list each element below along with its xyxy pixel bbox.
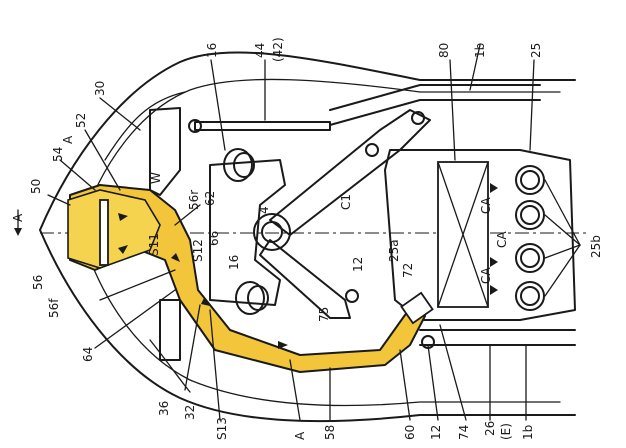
cowl-strip-top (104, 91, 186, 161)
bore-3 (515, 243, 545, 273)
label-s11: S11 (147, 233, 161, 256)
bolt-upper (365, 143, 379, 157)
label-36: 36 (157, 401, 171, 416)
label-56r: 56r (187, 190, 201, 210)
label-75: 75 (317, 307, 331, 322)
intake-x2 (437, 161, 489, 308)
mount-plate (209, 159, 286, 306)
label-ca-1: CA (479, 197, 493, 214)
label-54: 54 (51, 147, 65, 162)
silencer-baffle (99, 199, 109, 266)
hub-4-inner (261, 221, 283, 243)
arrow-ca-1 (490, 183, 498, 193)
mount-cyl-top (223, 148, 253, 182)
label-a-top: A (61, 135, 75, 144)
label-1b-top: 1b (473, 43, 487, 58)
cowl-strip-bottom (149, 339, 191, 393)
label-s13: S13 (215, 417, 229, 440)
arrow-flow-2 (201, 298, 210, 306)
label-w: W (149, 172, 163, 184)
arrow-ca-3 (490, 285, 498, 295)
frame-rail-top2 (329, 99, 541, 126)
bore-1-in (520, 170, 540, 190)
label-44: 44 (253, 43, 267, 58)
label-30: 30 (93, 81, 107, 96)
label-56f: 56f (47, 298, 61, 318)
label-52: 52 (74, 113, 88, 128)
label-60: 60 (403, 425, 417, 440)
label-80: 80 (437, 43, 451, 58)
label-a-bot: A (293, 431, 307, 440)
label-72: 72 (401, 263, 415, 278)
mount-cyl-bot (235, 281, 265, 315)
silencer-56 (67, 189, 161, 269)
bolt-12a (345, 289, 359, 303)
label-25a: 25a (387, 239, 401, 262)
label-s12: S12 (191, 239, 205, 262)
tube-44-end (188, 119, 202, 133)
bore-4 (515, 281, 545, 311)
bracket-30 (149, 107, 181, 196)
arrow-flow-1 (278, 341, 288, 349)
bore-2-in (520, 205, 540, 225)
bolt-top-right (411, 111, 425, 125)
label-1b-bot: 1b (521, 425, 535, 440)
arrow-flow-5 (118, 245, 128, 254)
arrow-ca-2 (490, 257, 498, 267)
arrow-flow-3 (171, 253, 180, 262)
label-16-top: 16 (205, 43, 219, 58)
leader-lines (47, 44, 581, 421)
label-25b: 25b (589, 235, 603, 258)
frame-lower (259, 239, 351, 319)
section-a-arrow (14, 228, 22, 236)
label-a-left: A (11, 213, 25, 222)
fitting-74 (400, 291, 434, 325)
label-12b: 12 (429, 425, 443, 440)
label-25: 25 (529, 43, 543, 58)
mount-cyl-top-in (233, 152, 255, 178)
label-16-bot: 16 (227, 255, 241, 270)
frame-rail-top (329, 84, 541, 111)
label-42: (42) (271, 37, 285, 62)
label-64: 64 (81, 347, 95, 362)
label-ca-3: CA (495, 231, 509, 248)
label-ca-2: CA (479, 267, 493, 284)
label-62: 62 (203, 191, 217, 206)
bore-3-in (520, 248, 540, 268)
bore-2 (515, 200, 545, 230)
label-26: 26 (483, 421, 497, 436)
tube-44 (194, 121, 331, 131)
frame-upper (269, 109, 431, 236)
label-50: 50 (29, 179, 43, 194)
engine-block (384, 149, 576, 321)
mount-cyl-bot-in (247, 285, 269, 311)
label-12a: 12 (351, 257, 365, 272)
label-32: 32 (183, 405, 197, 420)
bracket-36 (159, 299, 181, 361)
label-e: (E) (499, 423, 513, 440)
label-58: 58 (323, 425, 337, 440)
bore-4-in (520, 286, 540, 306)
bore-1 (515, 165, 545, 195)
label-c1: C1 (339, 194, 353, 210)
label-56: 56 (31, 275, 45, 290)
outer-hull (39, 51, 576, 423)
arrow-flow-4 (118, 213, 128, 221)
label-66: 66 (207, 231, 221, 246)
hub-4-outer (253, 213, 291, 251)
label-74: 74 (457, 425, 471, 440)
label-4: 4 (257, 206, 271, 214)
